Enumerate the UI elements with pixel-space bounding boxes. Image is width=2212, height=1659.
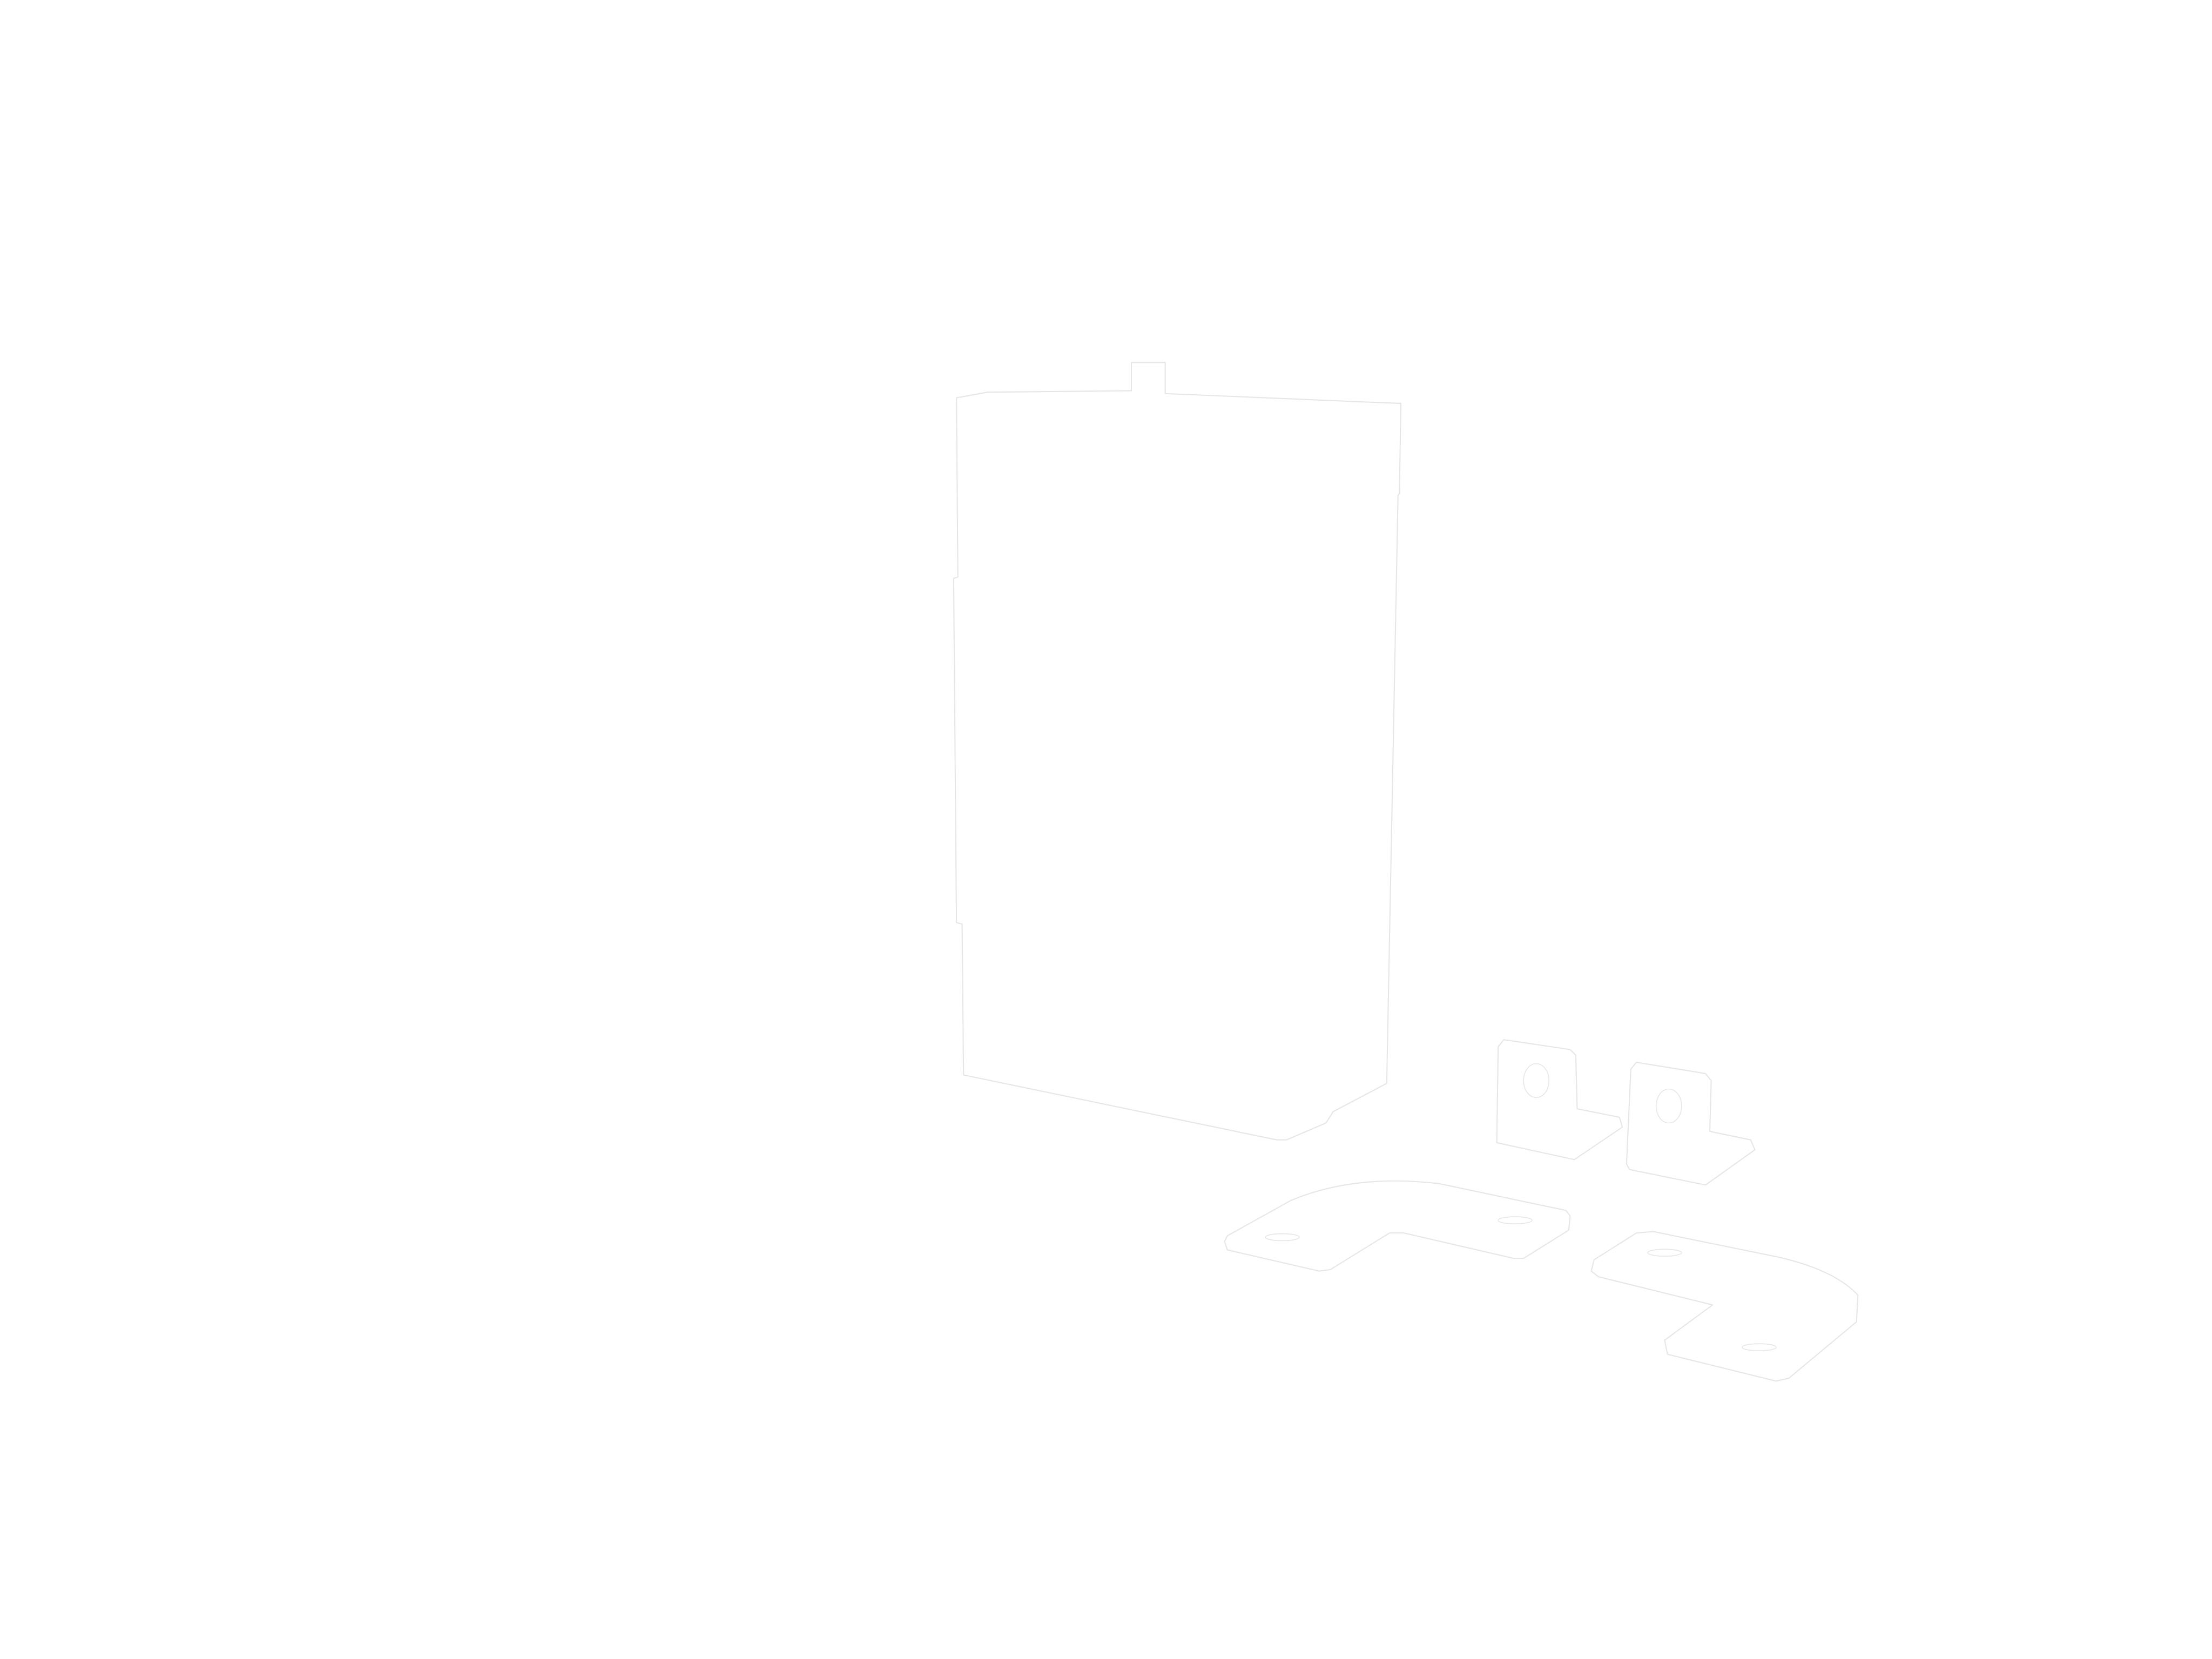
curved-bracket-right [1590,1231,1859,1382]
angle-bracket-right [1626,1061,1756,1186]
angle-bracket-left [1496,1039,1623,1161]
curved-bracket-left [1224,1180,1571,1272]
mounting-slot [1265,1233,1300,1242]
mounting-hole [1523,1063,1550,1098]
mounting-slot [1498,1216,1533,1224]
mounting-slot [1742,1343,1777,1352]
mounting-slot [1647,1249,1682,1257]
mounting-hole [1655,1088,1682,1124]
enclosure-box [953,362,1402,1141]
